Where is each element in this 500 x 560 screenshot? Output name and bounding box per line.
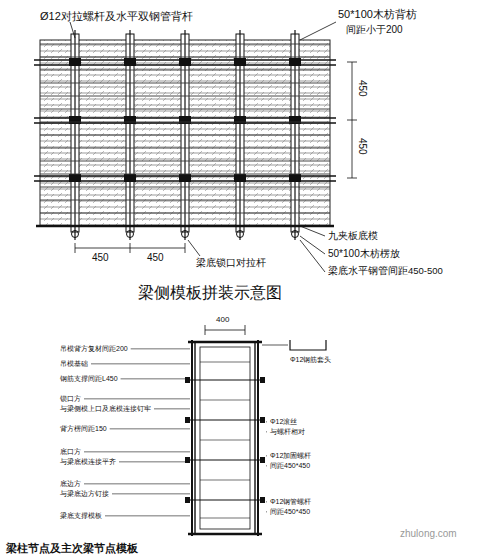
part-label: 梁底水平钢管间距450-500 <box>328 266 443 276</box>
part-label: 间距450*450 <box>270 508 310 516</box>
dimension: 450 <box>147 252 164 263</box>
caption: 梁柱节点及主次梁节点模板 <box>6 542 138 554</box>
part-label: 间距小于200 <box>346 24 403 35</box>
dimension: 450 <box>92 252 109 263</box>
part-label: 与梁底模连接平齐 <box>60 458 116 466</box>
part-label: 梁底支撑模板 <box>60 512 102 520</box>
studs-and-bolts <box>40 30 330 240</box>
part-label: 与梁底边方钉接 <box>60 490 109 498</box>
watermark: zhulong.com <box>400 528 457 539</box>
part-label: Φ12钢管螺杆 <box>270 498 311 506</box>
section-bolts <box>185 362 265 518</box>
part-label: 与梁侧模上口及底模连接钉牢 <box>60 405 151 413</box>
part-label: 梁底锁口对拉杆 <box>196 257 266 268</box>
part-label: 钢筋支撑间距L450 <box>60 375 118 383</box>
part-label: Φ12滚丝 <box>270 418 297 426</box>
bottom-plywood <box>36 225 334 228</box>
dimension: 400 <box>216 316 229 325</box>
part-label: 背方楞间距150 <box>60 425 107 433</box>
part-label: 九夹板底模 <box>328 230 378 241</box>
part-label: Ø12对拉螺杆及水平双钢管背杆 <box>40 10 193 22</box>
part-label: 底口方 <box>60 448 81 456</box>
part-label: Φ12加固螺杆 <box>270 452 311 460</box>
part-label: Φ12钢筋套头 <box>290 356 331 364</box>
part-label: 50*100木枋楞放 <box>328 248 400 259</box>
part-label: 50*100木枋背枋 <box>338 8 417 20</box>
dimension-lines <box>70 22 357 272</box>
detail-leaders <box>84 349 267 516</box>
dimension: 450 <box>357 80 368 97</box>
part-label: 与螺杆相对 <box>270 428 305 436</box>
part-label: 锁口方 <box>60 395 81 403</box>
part-label: 底边方 <box>60 480 81 488</box>
drawing-title: 梁侧模板拼装示意图 <box>138 284 282 302</box>
dimension: 450 <box>357 138 368 155</box>
part-label: 间距450*450 <box>270 462 310 470</box>
part-label: 吊模背方复材间距200 <box>60 345 128 353</box>
part-label: 吊模基础 <box>60 360 88 368</box>
